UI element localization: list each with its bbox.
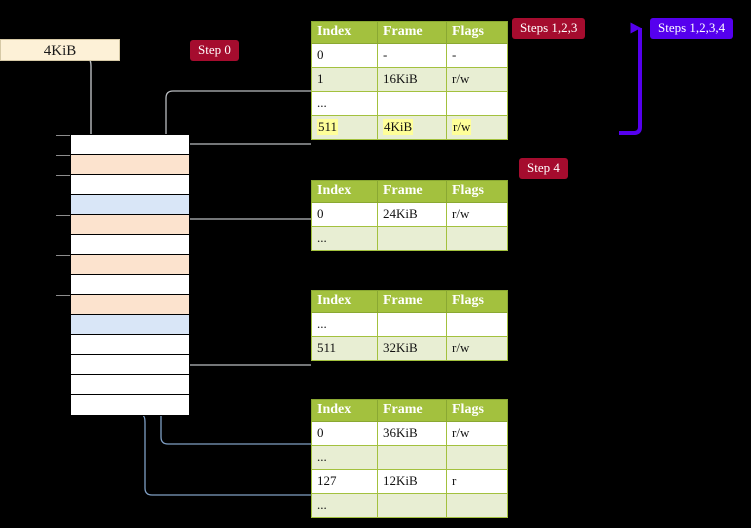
memory-row	[71, 235, 189, 255]
table-cell-index: ...	[311, 226, 378, 251]
table-row[interactable]: 0--	[311, 43, 508, 68]
table-cell-index: 511	[311, 115, 378, 140]
table-header-flags: Flags	[446, 399, 508, 422]
table-header-frame: Frame	[377, 290, 447, 313]
memory-row	[71, 195, 189, 215]
table-header-flags: Flags	[446, 180, 508, 203]
table-cell-flags	[446, 91, 508, 116]
memory-row-tick	[56, 295, 70, 296]
table-header-index: Index	[311, 399, 378, 422]
memory-row-tick	[56, 155, 70, 156]
memory-column	[56, 134, 190, 416]
table-cell-frame	[377, 312, 447, 337]
table-row[interactable]: ...	[311, 226, 508, 251]
table-row[interactable]: ...	[311, 91, 508, 116]
wire-table1-row0-to-memory	[179, 218, 311, 254]
table-cell-index: 127	[311, 469, 378, 494]
table-cell-frame: 24KiB	[377, 202, 447, 227]
wire-table3-row0-to-memory	[160, 416, 311, 445]
wire-table0-row511-to-memory	[179, 143, 311, 159]
table-cell-frame	[377, 226, 447, 251]
badge-step-4: Step 4	[519, 158, 568, 179]
memory-row	[71, 375, 189, 395]
table-cell-flags	[446, 312, 508, 337]
table-cell-frame	[377, 91, 447, 116]
table-header-flags: Flags	[446, 21, 508, 44]
memory-row	[71, 315, 189, 335]
memory-row	[71, 275, 189, 295]
table-cell-frame: 4KiB	[377, 115, 447, 140]
table-cell-flags: r/w	[446, 421, 508, 446]
table-cell-index: ...	[311, 91, 378, 116]
memory-row	[71, 215, 189, 235]
table-cell-frame: 36KiB	[377, 421, 447, 446]
table-cell-index: 1	[311, 67, 378, 92]
table-cell-frame: 12KiB	[377, 469, 447, 494]
badge-steps-1234: Steps 1,2,3,4	[650, 18, 734, 39]
table-header-frame: Frame	[377, 21, 447, 44]
table-header-flags: Flags	[446, 290, 508, 313]
table-header-frame: Frame	[377, 180, 447, 203]
highlighted-value: 4KiB	[383, 119, 414, 135]
size-label-4kib: 4KiB	[0, 39, 120, 61]
table-row[interactable]: ...	[311, 312, 508, 337]
table-row[interactable]: ...	[311, 445, 508, 470]
table-cell-flags	[446, 445, 508, 470]
table-cell-index: 0	[311, 421, 378, 446]
wire-table3-row127-to-memory	[142, 415, 311, 496]
memory-row	[71, 355, 189, 375]
table-header-index: Index	[311, 290, 378, 313]
table-cell-frame: 16KiB	[377, 67, 447, 92]
memory-row	[71, 335, 189, 355]
table-header-index: Index	[311, 21, 378, 44]
table-row[interactable]: ...	[311, 493, 508, 518]
table-cell-flags: r/w	[446, 115, 508, 140]
highlighted-value: 511	[317, 119, 339, 135]
table-cell-flags	[446, 226, 508, 251]
memory-row	[71, 395, 189, 415]
table-cell-frame: 32KiB	[377, 336, 447, 361]
table-cell-flags: -	[446, 43, 508, 68]
table-cell-frame	[377, 445, 447, 470]
table-cell-index: ...	[311, 493, 378, 518]
memory-row	[71, 255, 189, 275]
memory-row	[71, 135, 189, 155]
table-cell-flags	[446, 493, 508, 518]
memory-row	[71, 155, 189, 175]
badge-steps-123: Steps 1,2,3	[512, 18, 586, 39]
memory-row-tick	[56, 135, 70, 136]
table-cell-index: ...	[311, 445, 378, 470]
table-cell-index: 0	[311, 43, 378, 68]
table-cell-index: 0	[311, 202, 378, 227]
wire-purple-steps-arrow	[619, 22, 642, 135]
badge-step-0: Step 0	[190, 40, 239, 61]
wire-table2-row511-to-memory	[173, 316, 311, 366]
table-cell-flags: r/w	[446, 202, 508, 227]
table-header-index: Index	[311, 180, 378, 203]
table-cell-flags: r/w	[446, 67, 508, 92]
memory-row	[71, 295, 189, 315]
memory-row	[71, 175, 189, 195]
memory-row-tick	[56, 215, 70, 216]
memory-row-tick	[56, 175, 70, 176]
table-cell-index: ...	[311, 312, 378, 337]
highlighted-value: r/w	[452, 119, 472, 135]
table-cell-flags: r/w	[446, 336, 508, 361]
memory-row-tick	[56, 255, 70, 256]
table-cell-frame	[377, 493, 447, 518]
table-row[interactable]: 511 4KiB r/w	[311, 115, 508, 140]
table-cell-frame: -	[377, 43, 447, 68]
table-cell-index: 511	[311, 336, 378, 361]
table-cell-flags: r	[446, 469, 508, 494]
table-header-frame: Frame	[377, 399, 447, 422]
